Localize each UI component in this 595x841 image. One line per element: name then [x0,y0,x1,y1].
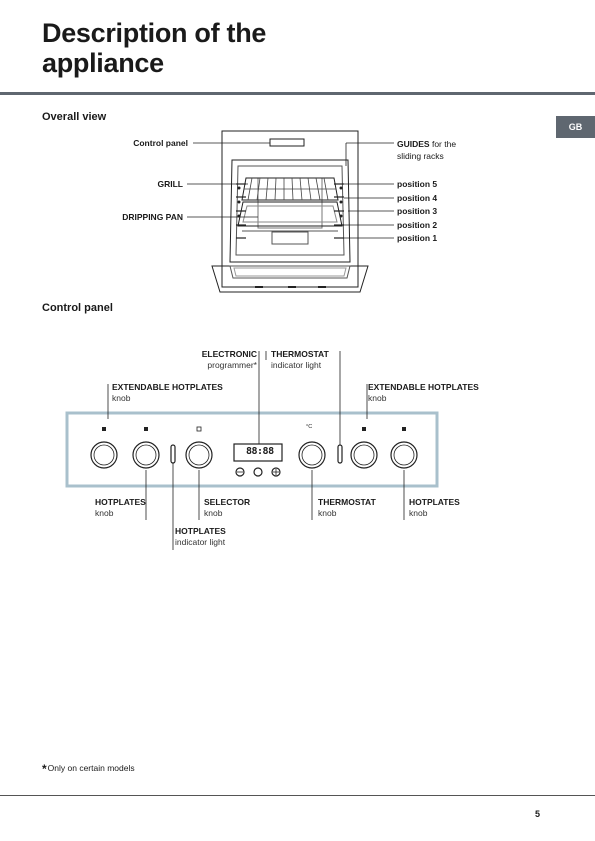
label-electronic-title: ELECTRONIC [201,349,257,359]
knob-hotplates-left [132,441,160,469]
knob-hotplates-right [390,441,418,469]
label-selector: SELECTOR knob [204,497,274,519]
footnote-text: Only on certain models [47,763,135,773]
label-hotplates-light-sub: indicator light [175,537,226,547]
label-hotplates-left-title: HOTPLATES [95,497,146,507]
label-selector-title: SELECTOR [204,497,251,507]
label-thermostat-light: THERMOSTAT indicator light [271,349,371,371]
grill-rack [241,177,339,201]
label-thermostat-knob-sub: knob [318,508,337,518]
knob-extendable-right [350,441,378,469]
hotplates-indicator-light [170,444,176,464]
page-title: Description of the appliance [42,18,267,78]
knob-selector [185,441,213,469]
label-hotplates-left-sub: knob [95,508,114,518]
label-hotplates-right-title: HOTPLATES [409,497,460,507]
label-ext-right: EXTENDABLE HOTPLATES knob [368,382,518,404]
label-hotplates-left: HOTPLATES knob [95,497,155,519]
oven-cavity [229,159,351,263]
oven-door [211,265,369,293]
label-guides-rest: for the [429,139,457,149]
label-thermostat-knob: THERMOSTAT knob [318,497,398,519]
programmer-display [233,443,283,462]
page-number: 5 [535,809,541,819]
knob-extendable-left [90,441,118,469]
label-position-4: position 4 [397,193,438,203]
label-ext-left: EXTENDABLE HOTPLATES knob [112,382,262,404]
language-tab: GB [556,116,595,138]
label-guides: GUIDES for the sliding racks [397,138,507,162]
oven-body [221,130,359,288]
label-electronic-sub: programmer* [207,360,257,370]
header-rule [0,92,595,95]
prog-mode-button [253,467,263,477]
label-control-panel: Control panel [133,138,188,148]
display-digits: 88:88 [246,446,274,457]
footer-rule [0,795,595,796]
label-hotplates-right-sub: knob [409,508,428,518]
label-position-2: position 2 [397,220,438,230]
label-dripping-pan: DRIPPING PAN [122,212,183,222]
label-position-1: position 1 [397,233,438,243]
prog-minus-button [235,467,245,477]
label-ext-left-title: EXTENDABLE HOTPLATES [112,382,223,392]
control-panel-heading: Control panel [42,302,113,314]
label-hotplates-right: HOTPLATES knob [409,497,479,519]
label-guides-line2: sliding racks [397,151,444,161]
label-electronic: ELECTRONIC programmer* [160,349,257,371]
label-thermostat-knob-title: THERMOSTAT [318,497,376,507]
label-ext-right-sub: knob [368,393,387,403]
footnote-mark: * [42,762,47,776]
label-position-5: position 5 [397,179,438,189]
label-selector-sub: knob [204,508,223,518]
footnote: *Only on certain models [42,762,135,776]
label-hotplates-light: HOTPLATES indicator light [175,526,265,548]
dripping-pan [237,201,343,227]
label-ext-right-title: EXTENDABLE HOTPLATES [368,382,479,392]
thermo-symbol: °C [306,424,313,430]
thermostat-indicator-light [337,444,343,464]
label-thermostat-light-title: THERMOSTAT [271,349,329,359]
label-thermostat-light-sub: indicator light [271,360,322,370]
prog-plus-button [271,467,281,477]
control-panel-frame [65,411,439,488]
label-hotplates-light-title: HOTPLATES [175,526,226,536]
label-position-3: position 3 [397,206,438,216]
overall-view-heading: Overall view [42,111,107,123]
label-grill: GRILL [157,179,184,189]
knob-thermostat [298,441,326,469]
label-guides-bold: GUIDES [397,139,430,149]
oven-control-slot [269,138,305,147]
label-ext-left-sub: knob [112,393,131,403]
